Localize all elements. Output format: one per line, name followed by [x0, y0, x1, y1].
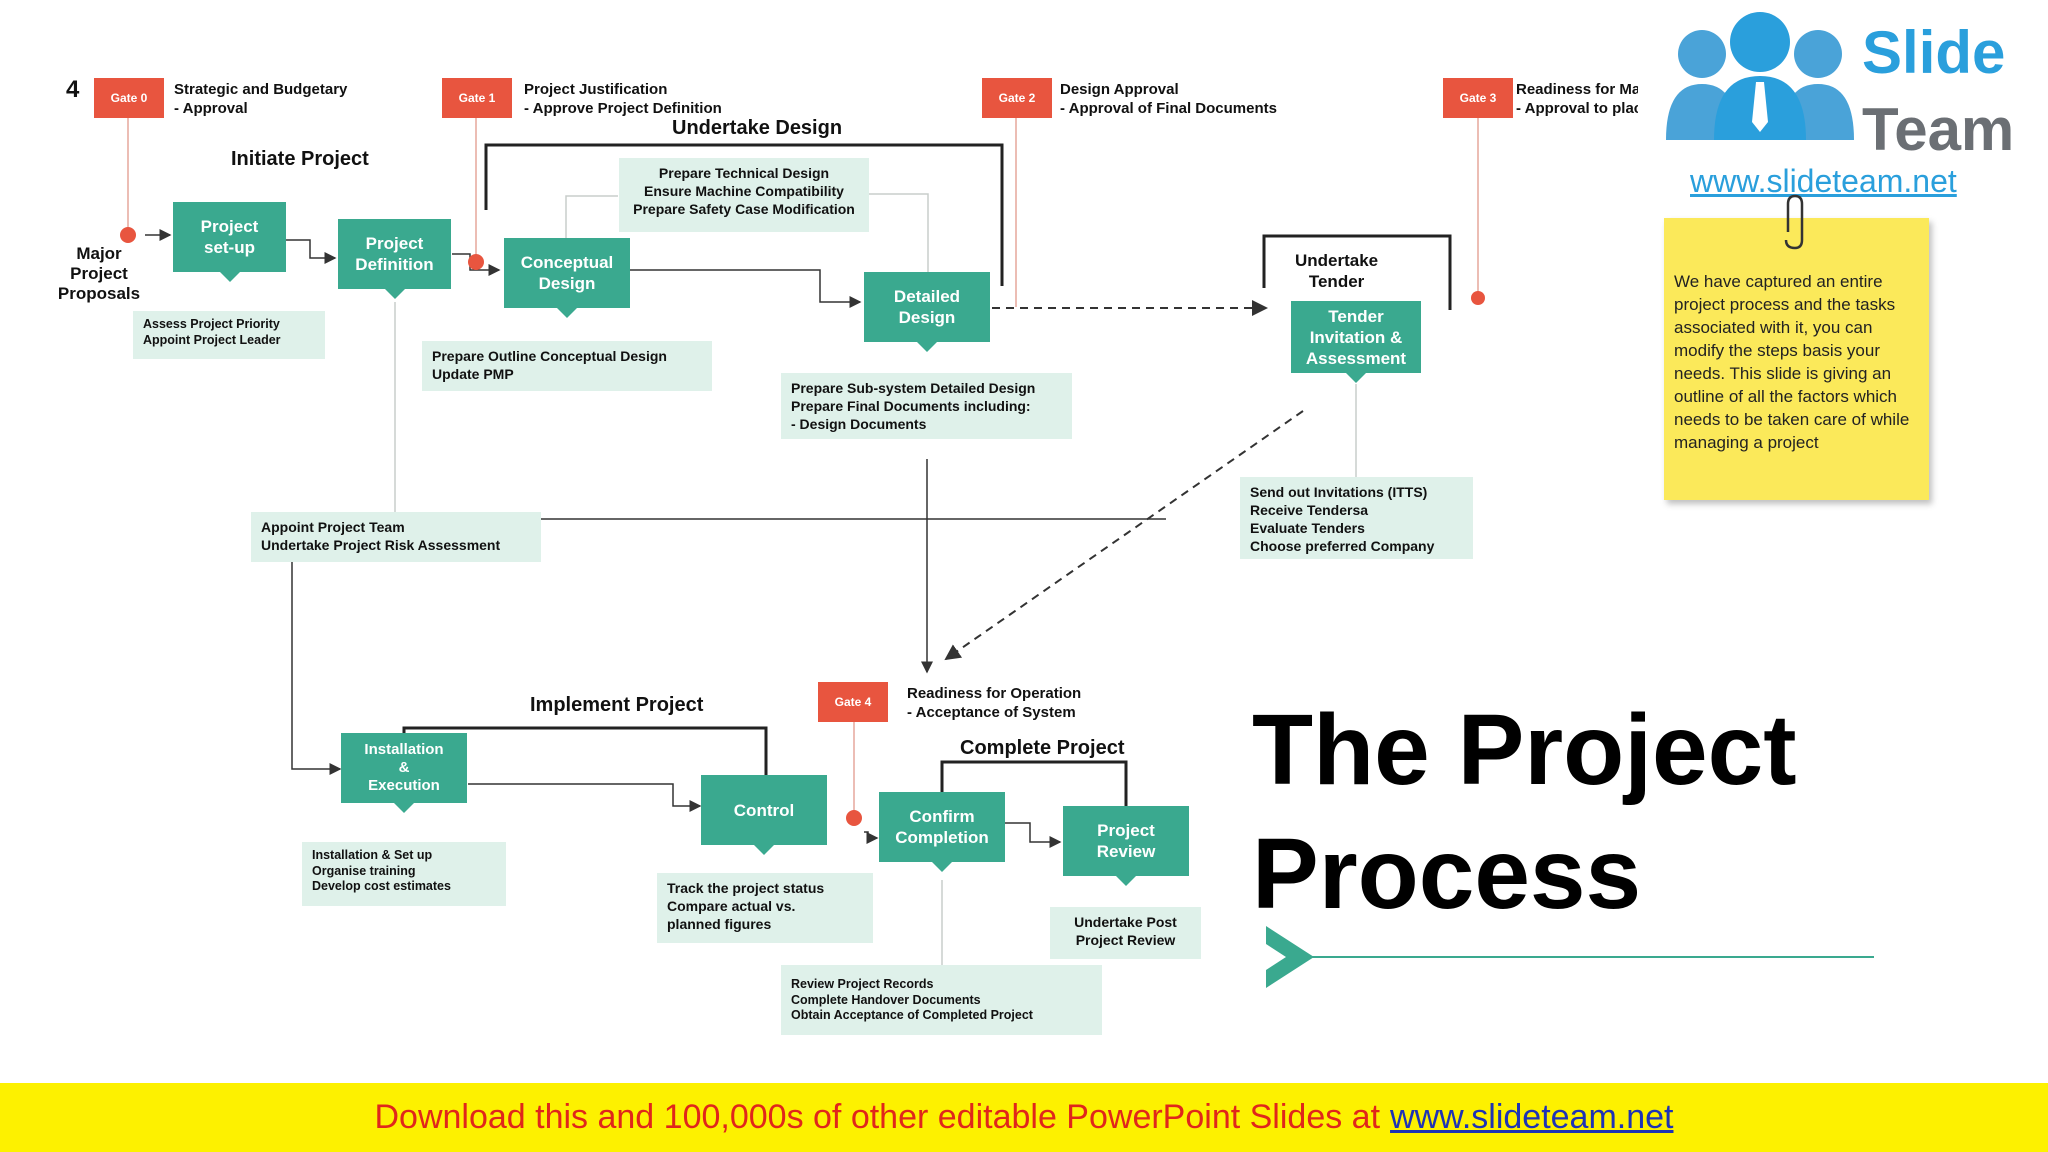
gate-2-badge: Gate 2 — [982, 78, 1052, 118]
start-label: Major Project Proposals — [57, 244, 141, 303]
phase-initiate-heading: Initiate Project — [231, 148, 369, 170]
sticky-note: We have captured an entire project proce… — [1664, 194, 1929, 500]
phase-design-heading: Undertake Design — [672, 117, 843, 139]
download-banner: Download this and 100,000s of other edit… — [0, 1083, 2048, 1152]
sticky-note-text: We have captured an entire project proce… — [1674, 272, 1910, 452]
brand-team: Team — [1862, 96, 2015, 163]
step-project-definition: Project Definition — [338, 219, 451, 289]
step-confirm-completion: Confirm Completion — [879, 792, 1005, 862]
note-control: Track the project status Compare actual … — [657, 873, 873, 943]
step-tender-invitation: Tender Invitation & Assessment — [1291, 301, 1421, 373]
team-people-icon — [1666, 12, 1854, 140]
note-conceptual: Prepare Outline Conceptual Design Update… — [422, 341, 712, 391]
gate-4-badge: Gate 4 — [818, 682, 888, 722]
gate-4-description: Readiness for Operation - Acceptance of … — [907, 685, 1082, 721]
note-detailed: Prepare Sub-system Detailed Design Prepa… — [781, 373, 1072, 439]
phase-complete-heading: Complete Project — [960, 737, 1125, 759]
note-technical-design: Prepare Technical Design Ensure Machine … — [619, 158, 869, 232]
paperclip-icon — [1784, 194, 1804, 250]
note-tender: Send out Invitations (ITTS) Receive Tend… — [1240, 477, 1473, 559]
brand-url-link[interactable]: www.slideteam.net — [1690, 163, 1957, 199]
note-setup: Assess Project Priority Appoint Project … — [133, 311, 325, 359]
gate-3-badge: Gate 3 — [1443, 78, 1513, 118]
slideteam-logo: Slide Team www.slideteam.net — [1638, 0, 2048, 200]
footer-link[interactable]: www.slideteam.net — [1390, 1098, 1674, 1136]
step-control: Control — [701, 775, 827, 845]
gate-2-description: Design Approval - Approval of Final Docu… — [1060, 81, 1277, 117]
gate-0-description: Strategic and Budgetary - Approval — [174, 81, 348, 117]
phase-tender-heading: Undertake Tender — [1295, 251, 1379, 291]
gate-0-badge: Gate 0 — [94, 78, 164, 118]
note-installation: Installation & Set up Organise training … — [302, 842, 506, 906]
step-project-review: Project Review — [1063, 806, 1189, 876]
chevron-divider — [1266, 926, 1874, 988]
slide-title: The Project Process — [1252, 694, 1797, 930]
gate-1-description: Project Justification - Approve Project … — [524, 81, 722, 117]
slide-number: 4 — [66, 76, 80, 103]
step-detailed-design: Detailed Design — [864, 272, 990, 342]
gate-1-badge: Gate 1 — [442, 78, 512, 118]
note-definition: Appoint Project Team Undertake Project R… — [251, 512, 541, 562]
phase-implement-heading: Implement Project — [530, 694, 704, 716]
note-review: Undertake Post Project Review — [1050, 907, 1201, 959]
brand-slide: Slide — [1862, 19, 2006, 86]
step-project-setup: Project set-up — [173, 202, 286, 272]
step-conceptual-design: Conceptual Design — [504, 238, 630, 308]
note-confirm: Review Project Records Complete Handover… — [781, 965, 1102, 1035]
step-installation-execution: Installation & Execution — [341, 733, 467, 803]
footer-text: Download this and 100,000s of other edit… — [374, 1098, 1381, 1136]
